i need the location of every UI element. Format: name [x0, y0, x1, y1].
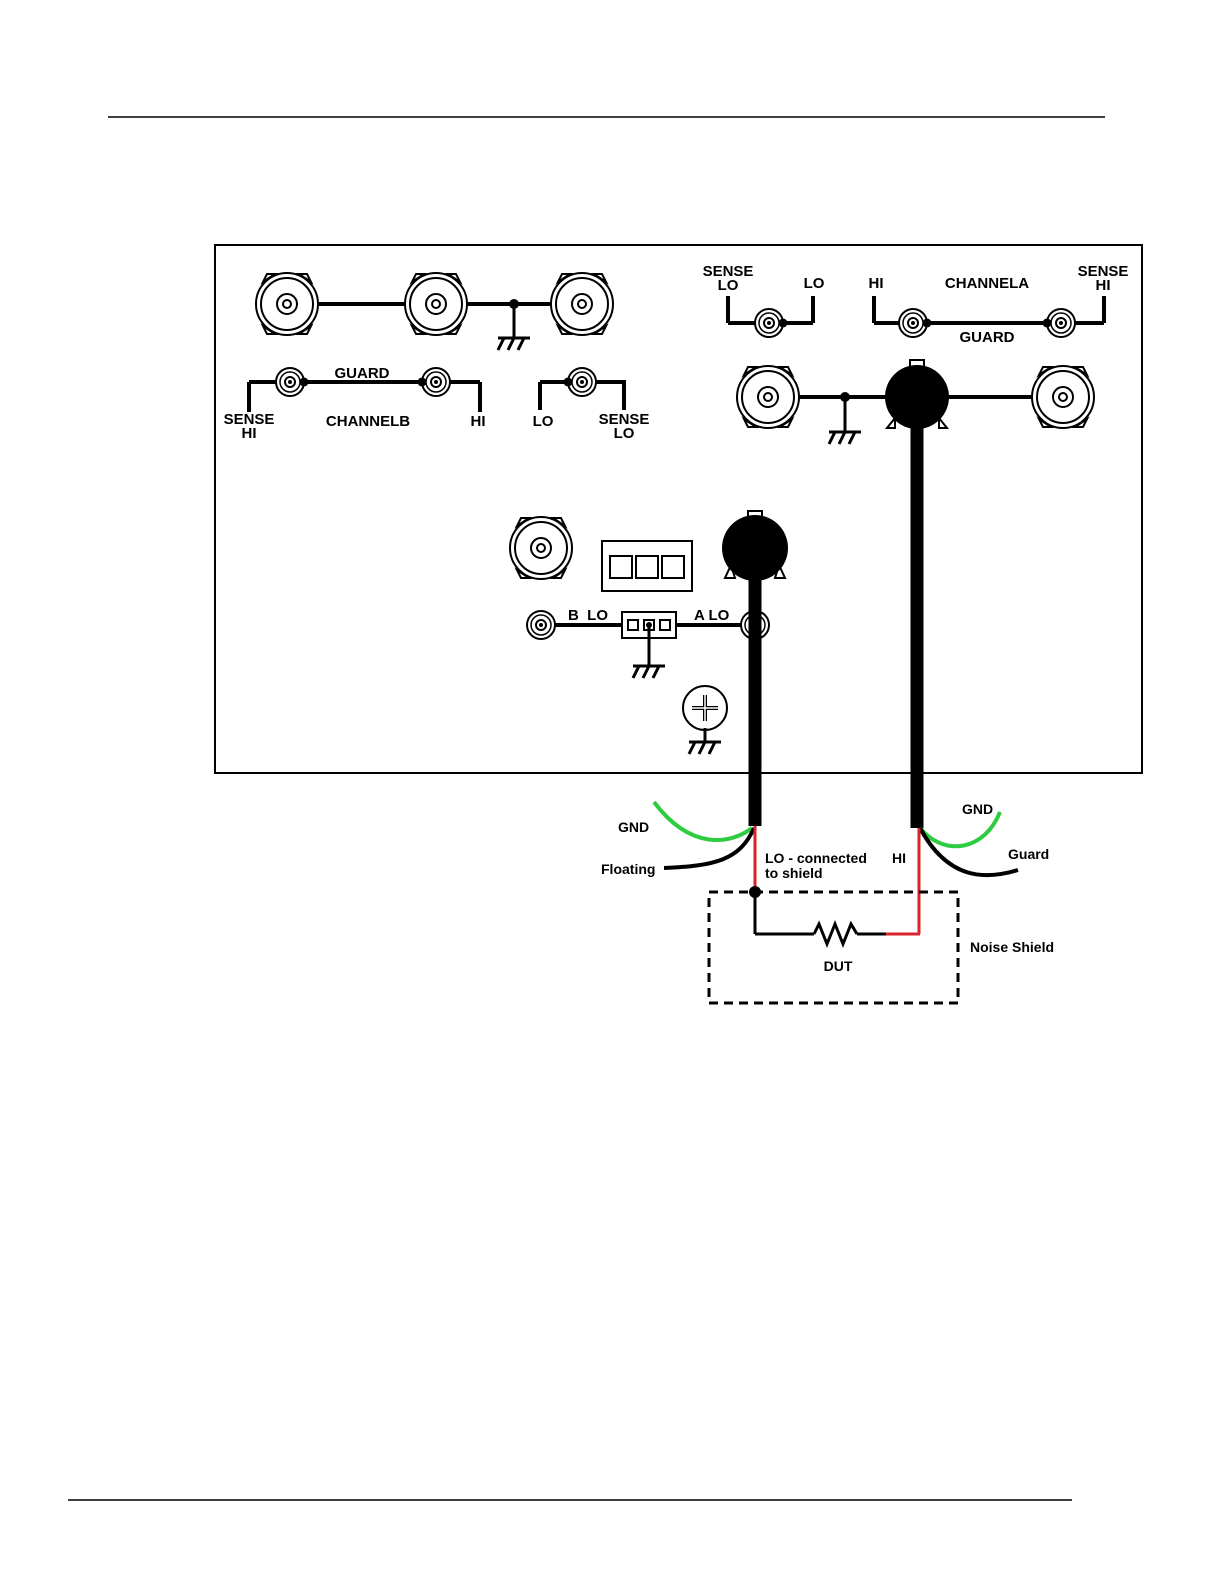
bnc-connector: [737, 366, 799, 428]
label-sense-hi-a: HI: [1096, 277, 1111, 294]
label-sense-hi-b: HI: [242, 425, 257, 442]
label-lo-top: LO: [804, 275, 825, 292]
label-sense-lo-b: LO: [614, 425, 635, 442]
label-guard-a: GUARD: [960, 329, 1015, 346]
label-noise-shield: Noise Shield: [970, 939, 1054, 955]
label-hi: HI: [892, 850, 906, 866]
label-guard-b: GUARD: [335, 365, 390, 382]
noise-shield: [709, 886, 958, 1003]
bnc-connector: [1032, 366, 1094, 428]
label-hi-b: HI: [471, 413, 486, 430]
label-a-lo: A LO: [694, 607, 730, 624]
label-hi-a: HI: [869, 275, 884, 292]
label-channel-b: CHANNELB: [326, 413, 410, 430]
label-lo-connected: LO - connected: [765, 850, 867, 866]
bnc-connector: [551, 273, 613, 335]
dut-resistor: [814, 924, 857, 944]
bnc-connector: [256, 273, 318, 335]
label-b-lo: B LO: [568, 607, 608, 624]
label-lo-connected: to shield: [765, 865, 823, 881]
bnc-connector: [510, 517, 572, 579]
label-sense-lo-top: LO: [718, 277, 739, 294]
label-gnd-left: GND: [618, 819, 649, 835]
label-dut: DUT: [824, 958, 853, 974]
label-lo-b: LO: [533, 413, 554, 430]
banana-terminal: [527, 611, 555, 639]
label-floating: Floating: [601, 861, 655, 877]
label-channel-a: CHANNELA: [945, 275, 1029, 292]
bnc-connector: [405, 273, 467, 335]
label-gnd-right: GND: [962, 801, 993, 817]
label-guard: Guard: [1008, 846, 1049, 862]
